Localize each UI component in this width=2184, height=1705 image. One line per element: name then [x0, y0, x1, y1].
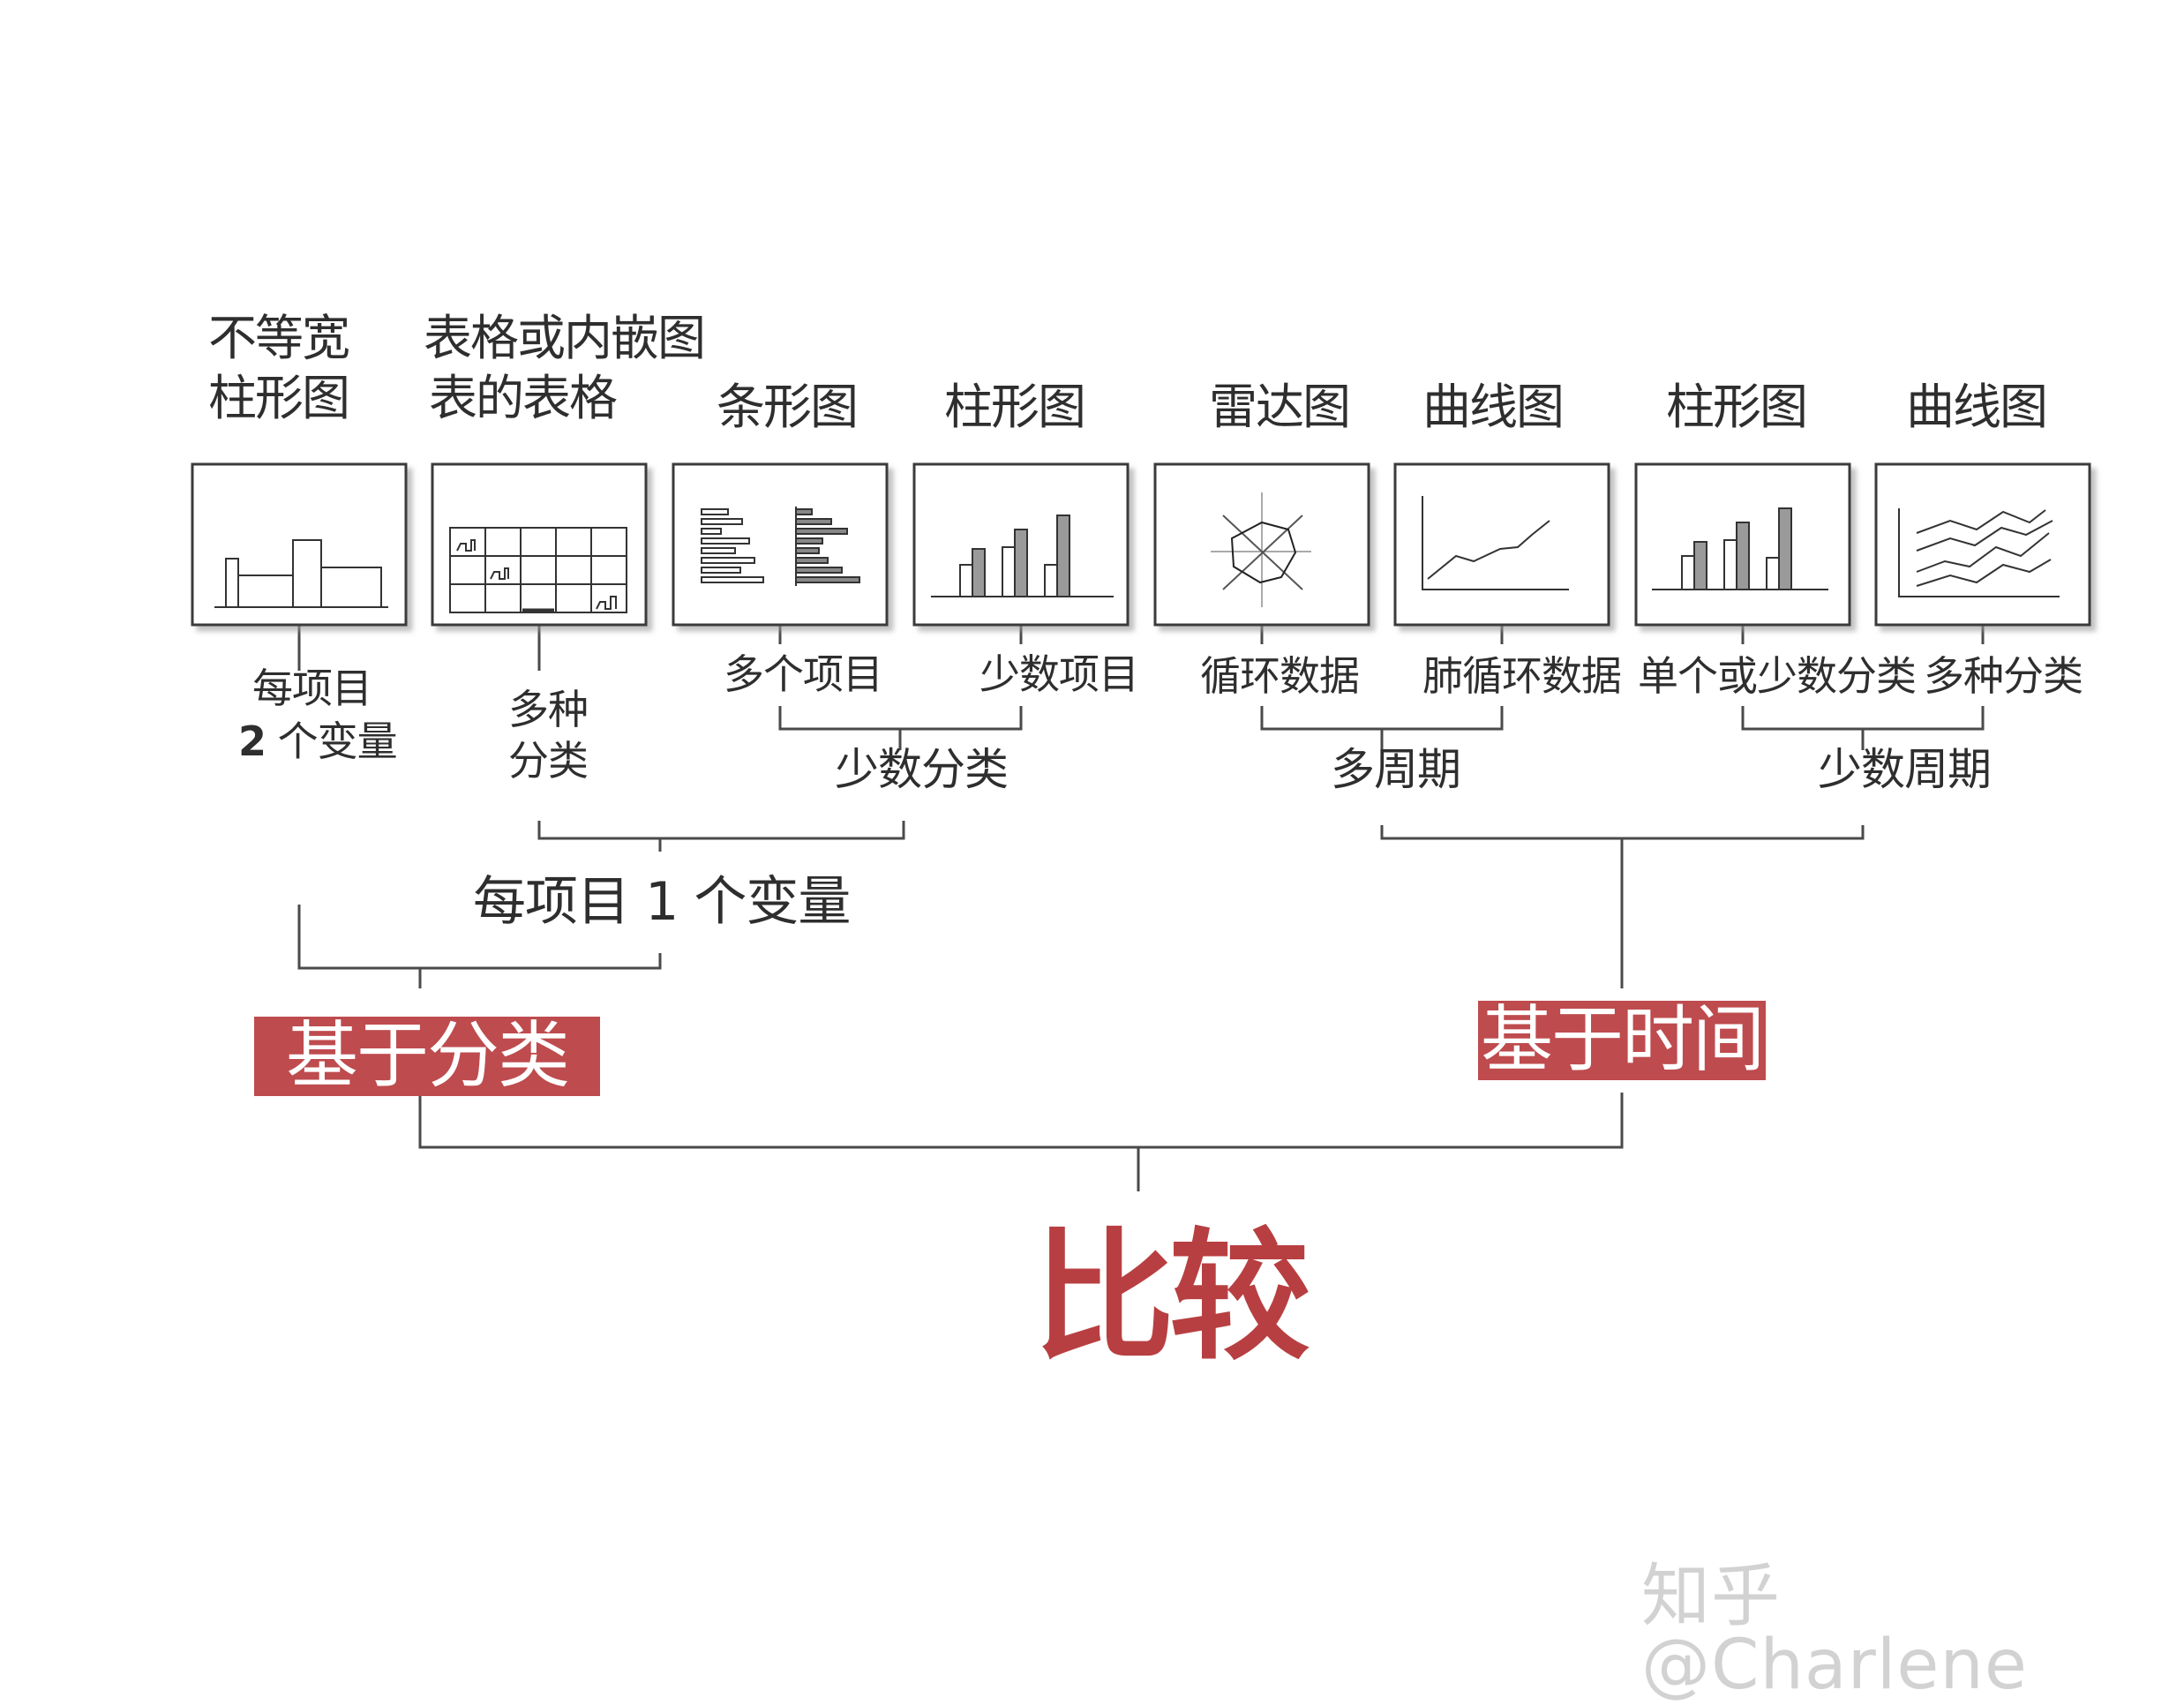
watermark: 知乎 @Charlene [1641, 1557, 2028, 1705]
chart-label-table-line2: 表的表格 [429, 370, 618, 426]
multi-line-chart-icon [1898, 508, 2060, 597]
chart-cards [191, 462, 2091, 627]
column-chart-icon [931, 515, 1114, 597]
chart-label-radar: 雷达图 [1209, 379, 1351, 435]
chart-label-variable-width-line1: 不等宽 [208, 310, 350, 366]
sublabel-many-cat-line2: 分类 [508, 737, 589, 785]
chart-label-line: 曲线图 [1422, 379, 1565, 435]
diagram-title: 比较 [1032, 1214, 1310, 1379]
horizontal-bar-icon [701, 507, 860, 586]
sublabel-single-or-few-cat: 单个或少数分类 [1638, 652, 1917, 700]
group-one-var-per-item: 每项目 1 个变量 [473, 871, 851, 933]
chart-label-bar: 条形图 [717, 379, 859, 435]
table-embedded-chart-icon [449, 527, 627, 613]
chart-label-variable-width-line2: 柱形图 [208, 370, 350, 426]
sublabel-cyclic: 循环数据 [1200, 652, 1360, 700]
sublabel-two-vars: 2 个变量 [238, 717, 398, 765]
variable-width-bar-icon [214, 539, 388, 608]
card-variable-width [191, 462, 408, 627]
sublabel-per-item: 每项目 [252, 665, 372, 712]
sublabel-non-cyclic: 肺循环数据 [1422, 652, 1622, 700]
connector-lines [297, 625, 1985, 1191]
chart-label-table-line1: 表格或内嵌图 [424, 310, 706, 366]
group-few-categories: 少数分类 [835, 744, 1009, 795]
sublabel-many-items: 多个项目 [724, 650, 883, 698]
group-few-periods: 少数周期 [1818, 744, 1992, 795]
sublabel-many-cat-line1: 多种 [508, 686, 589, 733]
radar-chart-icon [1211, 492, 1311, 607]
chart-label-column-2: 柱形图 [1666, 379, 1808, 435]
branch-category-badge: 基于分类 [254, 1017, 600, 1096]
sublabel-two-vars-text: 个变量 [277, 717, 398, 765]
sublabel-two-vars-number: 2 [238, 717, 266, 765]
card-line [1393, 462, 1610, 627]
sublabel-few-items: 少数项目 [979, 650, 1139, 698]
group-multi-period: 多周期 [1331, 744, 1461, 795]
chart-label-multi-line: 曲线图 [1906, 379, 2048, 435]
chart-label-column: 柱形图 [944, 379, 1086, 435]
column-chart-icon-2 [1652, 507, 1828, 590]
sublabel-many-cat: 多种分类 [1924, 652, 2083, 700]
branch-time-badge: 基于时间 [1478, 1001, 1766, 1080]
card-multi-line [1874, 462, 2091, 627]
line-chart-icon [1422, 496, 1569, 590]
